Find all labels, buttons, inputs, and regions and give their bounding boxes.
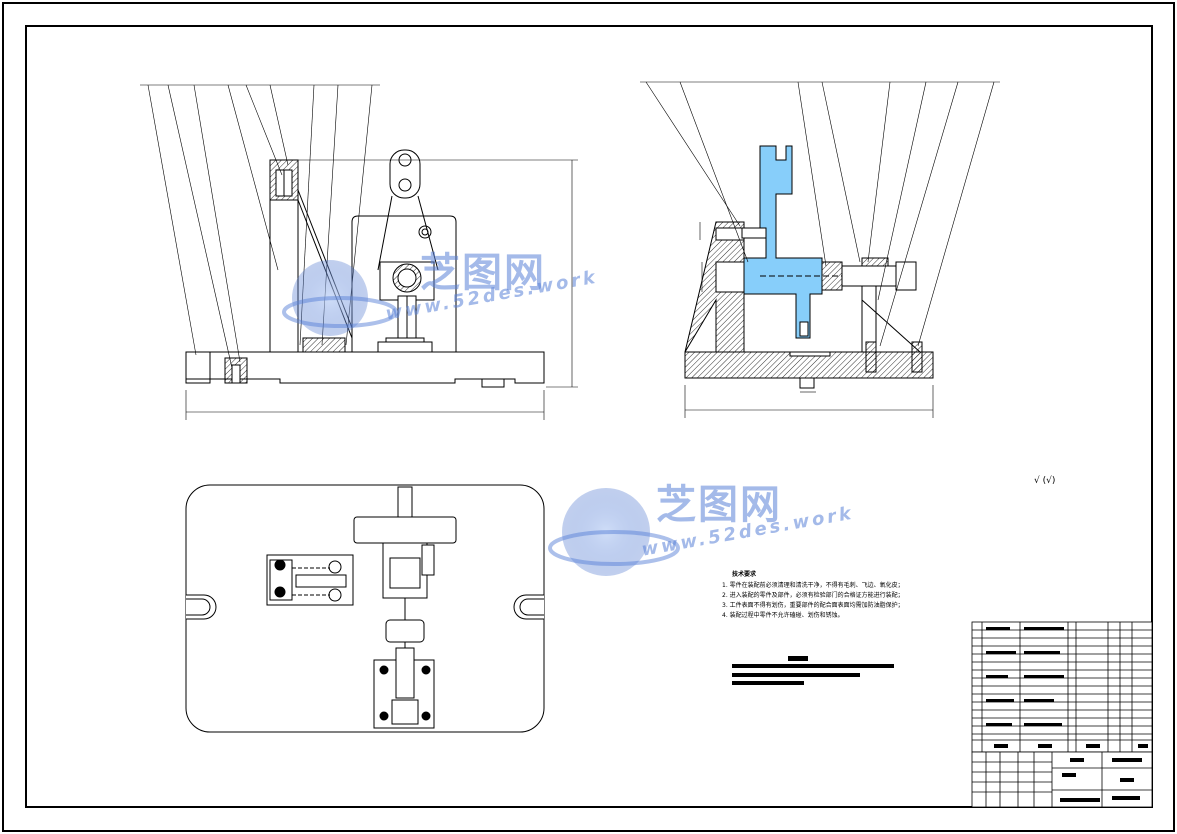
- side-view: [640, 81, 1000, 418]
- technical-requirements-title: 技术要求: [732, 571, 757, 578]
- watermark-logo: [548, 488, 680, 576]
- note-block: [732, 656, 894, 685]
- front-view: [140, 84, 578, 420]
- workpiece-section: [743, 145, 823, 339]
- parts-list: [971, 621, 1153, 753]
- title-block: [971, 751, 1153, 808]
- technical-requirement-item: 3. 工件表面不得有划伤，重要部件的配合面表面均需加防油脂保护；: [722, 602, 904, 609]
- technical-requirement-item: 1. 零件在装配前必须清理和清洗干净，不得有毛刺、飞边、氧化皮；: [722, 582, 904, 589]
- surface-roughness-note: √ (√): [1034, 476, 1056, 486]
- watermark-logo: [282, 260, 398, 336]
- top-view: [185, 484, 545, 733]
- inner-border: [25, 25, 1153, 808]
- technical-requirement-item: 4. 装配过程中零件不允许磕碰、划伤和锈蚀。: [722, 612, 844, 619]
- technical-requirement-item: 2. 进入装配的零件及部件，必须有检验部门的合格证方能进行装配；: [722, 592, 904, 599]
